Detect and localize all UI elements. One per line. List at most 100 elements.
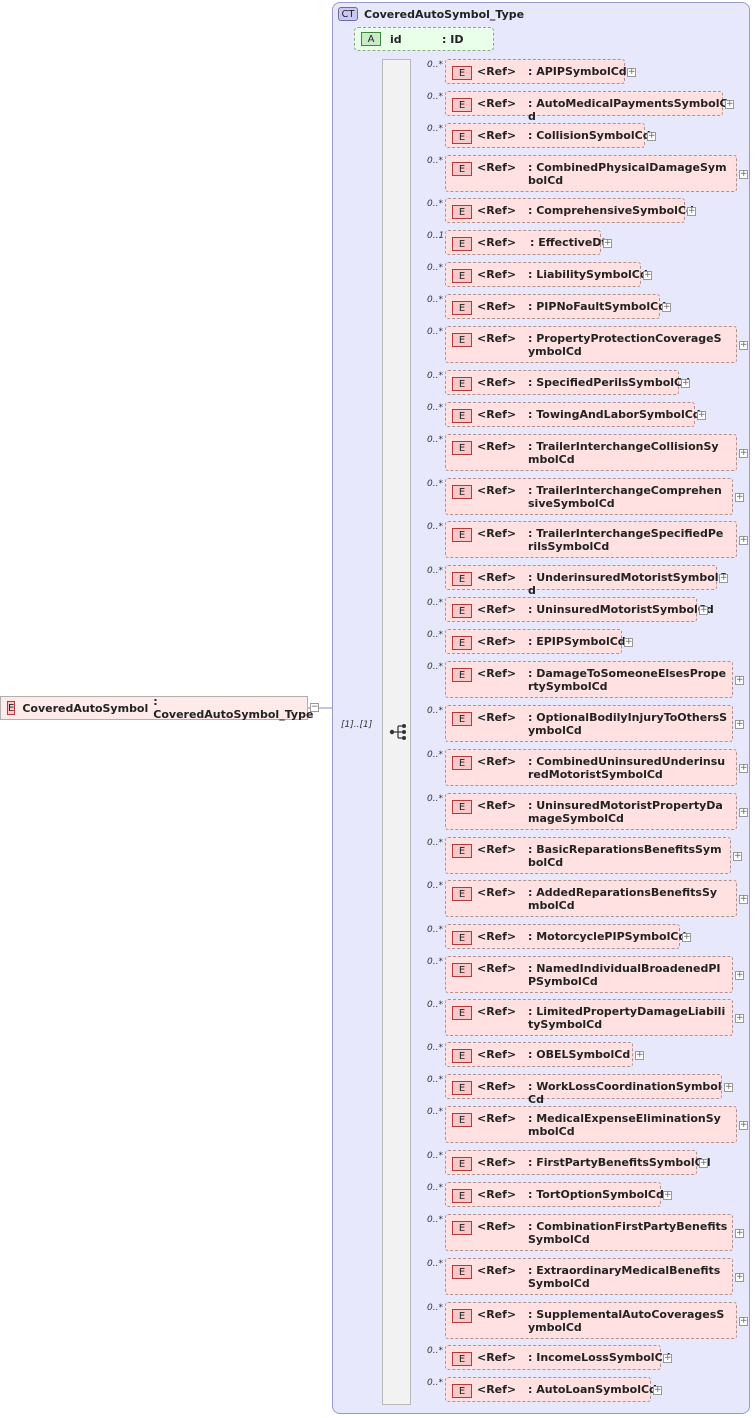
occurrence-label: 0..* <box>427 1075 443 1085</box>
root-element[interactable]: E CoveredAutoSymbol : CoveredAutoSymbol_… <box>0 695 313 721</box>
child-element[interactable]: E<Ref>: CombinationFirstPartyBenefitsSym… <box>445 1214 733 1251</box>
element-badge: E <box>452 1352 472 1366</box>
expand-toggle[interactable]: + <box>739 893 748 904</box>
child-element[interactable]: E<Ref>: EffectiveDt <box>445 230 607 255</box>
ref-label: <Ref> <box>477 527 517 540</box>
expand-toggle[interactable]: + <box>739 1315 748 1326</box>
expand-toggle[interactable]: + <box>735 1271 744 1282</box>
child-element[interactable]: E<Ref>: ExtraordinaryMedicalBenefitsSymb… <box>445 1258 733 1295</box>
occurrence-label: 0..* <box>427 662 443 672</box>
expand-toggle[interactable]: + <box>681 377 690 388</box>
child-element[interactable]: E<Ref>: BasicReparationsBenefitsSymbolCd <box>445 837 731 874</box>
expand-toggle[interactable]: + <box>663 1352 672 1363</box>
occurrence-label: 0..* <box>427 706 443 716</box>
sequence-icon <box>389 724 406 740</box>
element-badge: E <box>452 1006 472 1020</box>
element-name: : NamedIndividualBroadenedPIPSymbolCd <box>528 962 721 988</box>
child-element[interactable]: E<Ref>: LimitedPropertyDamageLiabilitySy… <box>445 999 733 1036</box>
child-element[interactable]: E<Ref>: UninsuredMotoristSymbolCd <box>445 597 714 622</box>
expand-toggle[interactable]: + <box>653 1384 662 1395</box>
expand-toggle[interactable]: + <box>735 718 744 729</box>
expand-toggle[interactable]: + <box>739 168 748 179</box>
element-badge: E <box>452 205 472 219</box>
child-element[interactable]: E<Ref>: IncomeLossSymbolCd <box>445 1345 671 1370</box>
element-badge: E <box>452 441 472 455</box>
child-element[interactable]: E<Ref>: OBELSymbolCd <box>445 1042 633 1067</box>
child-element[interactable]: E<Ref>: SupplementalAutoCoveragesSymbolC… <box>445 1302 737 1339</box>
child-element[interactable]: E<Ref>: MedicalExpenseEliminationSymbolC… <box>445 1106 737 1143</box>
expand-toggle[interactable]: + <box>724 1081 733 1092</box>
expand-toggle[interactable]: + <box>735 491 744 502</box>
child-element[interactable]: E<Ref>: DamageToSomeoneElsesPropertySymb… <box>445 661 733 698</box>
expand-toggle[interactable]: + <box>735 1227 744 1238</box>
element-name: : UninsuredMotoristSymbolCd <box>528 603 714 616</box>
expand-toggle[interactable]: + <box>699 1157 708 1168</box>
attribute-id[interactable]: A id : ID <box>354 27 494 51</box>
child-element[interactable]: E<Ref>: TowingAndLaborSymbolCd <box>445 402 701 427</box>
element-badge: E <box>452 377 472 391</box>
child-element[interactable]: E<Ref>: ComprehensiveSymbolCd <box>445 198 694 223</box>
occurrence-label: 0..* <box>427 630 443 640</box>
child-element[interactable]: E<Ref>: TortOptionSymbolCd <box>445 1182 664 1207</box>
child-element[interactable]: E<Ref>: CollisionSymbolCd <box>445 123 651 148</box>
expand-toggle[interactable]: + <box>733 850 742 861</box>
element-badge: E <box>452 528 472 542</box>
child-element[interactable]: E<Ref>: UnderinsuredMotoristSymbolCd <box>445 565 727 597</box>
element-badge: E <box>452 1081 472 1095</box>
expand-toggle[interactable]: + <box>624 636 633 647</box>
ref-label: <Ref> <box>477 408 517 421</box>
expand-toggle[interactable]: + <box>687 205 696 216</box>
expand-toggle[interactable]: + <box>739 762 748 773</box>
expand-toggle[interactable]: + <box>699 604 708 615</box>
expand-toggle[interactable]: + <box>739 806 748 817</box>
child-element[interactable]: E<Ref>: APIPSymbolCd <box>445 59 627 84</box>
expand-toggle[interactable]: + <box>635 1049 644 1060</box>
element-badge: E <box>452 162 472 176</box>
expand-toggle[interactable]: + <box>735 1012 744 1023</box>
child-element[interactable]: E<Ref>: NamedIndividualBroadenedPIPSymbo… <box>445 956 733 993</box>
child-element[interactable]: E<Ref>: PIPNoFaultSymbolCd <box>445 294 666 319</box>
child-element[interactable]: E<Ref>: OptionalBodilyInjuryToOthersSymb… <box>445 705 733 742</box>
ref-label: <Ref> <box>477 799 517 812</box>
child-element[interactable]: E<Ref>: SpecifiedPerilsSymbolCd <box>445 370 690 395</box>
child-element[interactable]: E<Ref>: TrailerInterchangeCollisionSymbo… <box>445 434 737 471</box>
expand-toggle[interactable]: + <box>739 447 748 458</box>
element-badge: E <box>452 237 472 251</box>
expand-toggle[interactable]: + <box>682 931 691 942</box>
occurrence-label: 0..* <box>427 1303 443 1313</box>
child-element[interactable]: E<Ref>: WorkLossCoordinationSymbolCd <box>445 1074 722 1106</box>
expand-toggle[interactable]: + <box>697 409 706 420</box>
expand-toggle[interactable]: + <box>603 237 612 248</box>
child-element[interactable]: E<Ref>: LiabilitySymbolCd <box>445 262 648 287</box>
child-element[interactable]: E<Ref>: EPIPSymbolCd <box>445 629 626 654</box>
attribute-type: : ID <box>442 32 464 46</box>
child-element[interactable]: E<Ref>: MotorcyclePIPSymbolCd <box>445 924 686 949</box>
child-element[interactable]: E<Ref>: AutoMedicalPaymentsSymbolCd <box>445 91 728 123</box>
child-element[interactable]: E<Ref>: AddedReparationsBenefitsSymbolCd <box>445 880 737 917</box>
collapse-toggle[interactable]: − <box>310 702 319 712</box>
expand-toggle[interactable]: + <box>735 969 744 980</box>
child-element[interactable]: E<Ref>: UninsuredMotoristPropertyDamageS… <box>445 793 737 830</box>
child-element[interactable]: E<Ref>: CombinedUninsuredUnderinsuredMot… <box>445 749 737 786</box>
expand-toggle[interactable]: + <box>739 534 748 545</box>
expand-toggle[interactable]: + <box>739 339 748 350</box>
child-element[interactable]: E<Ref>: FirstPartyBenefitsSymbolCd <box>445 1150 711 1175</box>
expand-toggle[interactable]: + <box>719 572 728 583</box>
expand-toggle[interactable]: + <box>647 130 656 141</box>
expand-toggle[interactable]: + <box>739 1119 748 1130</box>
child-element[interactable]: E<Ref>: CombinedPhysicalDamageSymbolCd <box>445 155 737 192</box>
expand-toggle[interactable]: + <box>735 674 744 685</box>
expand-toggle[interactable]: + <box>643 269 652 280</box>
expand-toggle[interactable]: + <box>627 66 636 77</box>
child-element[interactable]: E<Ref>: AutoLoanSymbolCd <box>445 1377 657 1402</box>
ref-label: <Ref> <box>477 711 517 724</box>
root-element-type: : CoveredAutoSymbol_Type <box>153 695 314 721</box>
child-element[interactable]: E<Ref>: TrailerInterchangeComprehensiveS… <box>445 478 733 515</box>
expand-toggle[interactable]: + <box>725 98 734 109</box>
element-name: : OBELSymbolCd <box>528 1048 631 1061</box>
expand-toggle[interactable]: + <box>663 1189 672 1200</box>
attribute-name: id <box>390 32 402 46</box>
child-element[interactable]: E<Ref>: PropertyProtectionCoverageSymbol… <box>445 326 737 363</box>
child-element[interactable]: E<Ref>: TrailerInterchangeSpecifiedPeril… <box>445 521 737 558</box>
expand-toggle[interactable]: + <box>662 301 671 312</box>
